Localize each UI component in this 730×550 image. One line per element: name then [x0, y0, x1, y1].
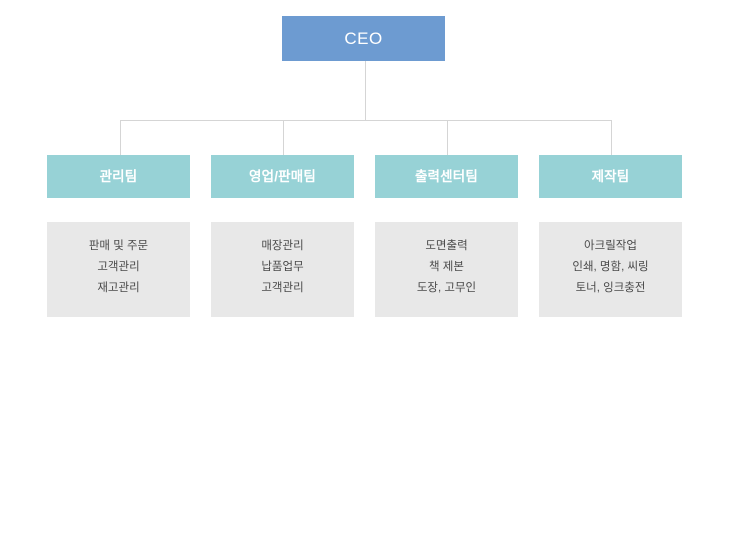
node-team-management[interactable]: 관리팀 — [47, 155, 190, 198]
connector-horizontal-bus — [120, 120, 612, 121]
detail-item: 고객관리 — [261, 282, 304, 294]
node-team-management-label: 관리팀 — [99, 168, 138, 184]
detail-box-sales: 매장관리 납품업무 고객관리 — [211, 222, 354, 317]
detail-item: 도장, 고무인 — [416, 282, 477, 294]
node-team-sales-label: 영업/판매팀 — [248, 168, 317, 184]
detail-box-production: 아크릴작업 인쇄, 명함, 씨링 토너, 잉크충전 — [539, 222, 682, 317]
detail-item: 아크릴작업 — [584, 240, 637, 252]
team-column-sales: 영업/판매팀 매장관리 납품업무 고객관리 — [211, 155, 354, 317]
node-team-production[interactable]: 제작팀 — [539, 155, 682, 198]
node-team-print-center-label: 출력센터팀 — [414, 168, 479, 184]
connector-drop-team-1 — [120, 120, 121, 155]
detail-item: 납품업무 — [261, 261, 304, 273]
detail-item: 책 제본 — [429, 261, 464, 273]
node-ceo-label: CEO — [344, 29, 383, 48]
detail-item: 재고관리 — [97, 282, 140, 294]
detail-item: 판매 및 주문 — [88, 240, 149, 252]
team-column-management: 관리팀 판매 및 주문 고객관리 재고관리 — [47, 155, 190, 317]
node-team-print-center[interactable]: 출력센터팀 — [375, 155, 518, 198]
node-ceo[interactable]: CEO — [282, 16, 445, 61]
detail-item: 도면출력 — [425, 240, 468, 252]
connector-drop-team-3 — [447, 120, 448, 155]
detail-item: 고객관리 — [97, 261, 140, 273]
detail-box-management: 판매 및 주문 고객관리 재고관리 — [47, 222, 190, 317]
connector-drop-team-4 — [611, 120, 612, 155]
team-column-production: 제작팀 아크릴작업 인쇄, 명함, 씨링 토너, 잉크충전 — [539, 155, 682, 317]
connector-ceo-stem — [365, 61, 366, 120]
team-column-print-center: 출력센터팀 도면출력 책 제본 도장, 고무인 — [375, 155, 518, 317]
detail-item: 토너, 잉크충전 — [575, 282, 646, 294]
detail-box-print-center: 도면출력 책 제본 도장, 고무인 — [375, 222, 518, 317]
detail-item: 매장관리 — [261, 240, 304, 252]
node-team-sales[interactable]: 영업/판매팀 — [211, 155, 354, 198]
connector-drop-team-2 — [283, 120, 284, 155]
detail-item: 인쇄, 명함, 씨링 — [572, 261, 649, 273]
node-team-production-label: 제작팀 — [591, 168, 630, 184]
